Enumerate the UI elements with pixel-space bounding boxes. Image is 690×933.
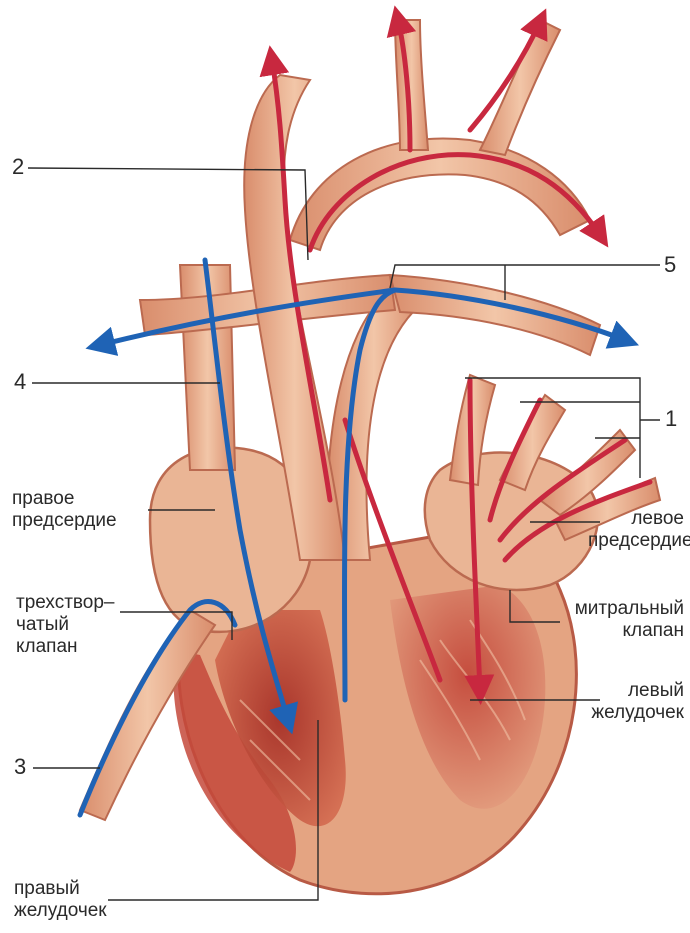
pulmonary-artery-left [390,275,600,355]
pulmonary-trunk [328,290,421,560]
aortic-branch-2 [480,20,560,155]
label-number-5: 5 [664,254,676,276]
label-left-ventricle: левый желудочек [588,680,684,724]
label-left-atrium: левое предсердие [588,508,684,552]
label-tricuspid-valve: трехствор– чатый клапан [16,592,115,658]
label-number-1: 1 [665,408,677,430]
label-number-4: 4 [14,371,26,393]
label-right-ventricle: правый желудочек [14,878,107,922]
label-right-atrium: правое предсердие [12,488,117,532]
label-number-2: 2 [12,156,24,178]
label-mitral-valve: митральный клапан [560,598,684,642]
label-number-3: 3 [14,756,26,778]
